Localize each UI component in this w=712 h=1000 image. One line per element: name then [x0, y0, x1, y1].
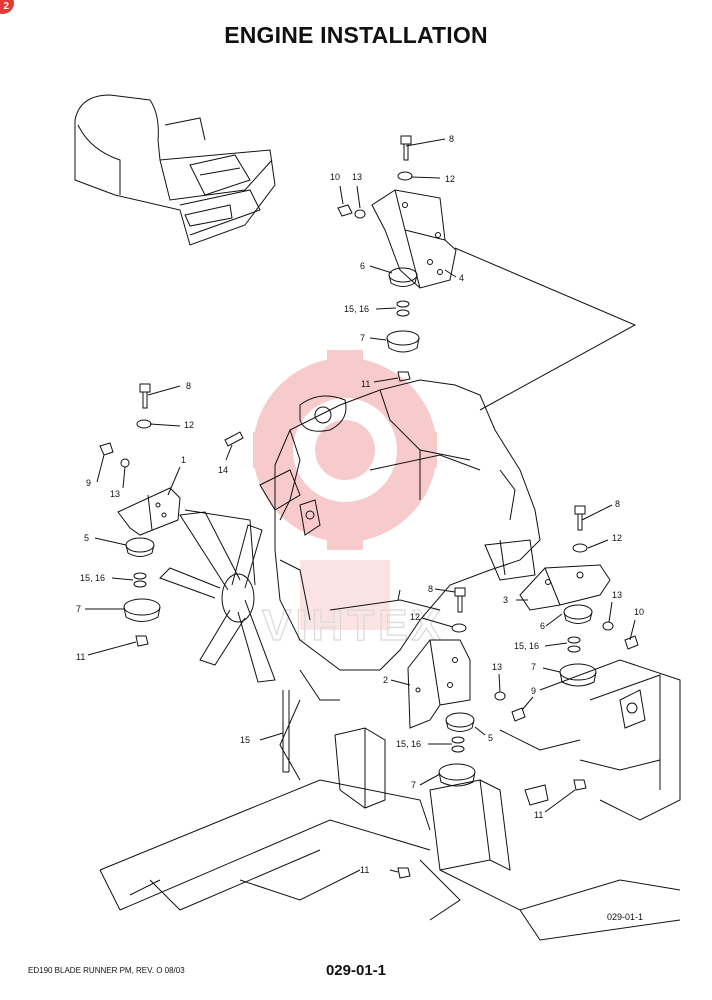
front-right-bracket [337, 135, 457, 382]
callout-label: 11 [534, 810, 543, 820]
callout-label: 12 [612, 533, 622, 543]
callout-label: 12 [410, 612, 420, 622]
figure-reference: 029-01-1 [607, 912, 644, 922]
callout-label: 15, 16 [344, 304, 369, 314]
callout-label: 6 [360, 261, 365, 271]
callout-label: 15, 16 [80, 573, 105, 583]
callout-label: 8 [428, 584, 433, 594]
callout-label: 5 [488, 733, 493, 743]
callout-labels: 8 10 13 12 6 4 15, 16 7 11 8 12 14 9 13 … [76, 134, 644, 875]
callout-label: 13 [492, 662, 502, 672]
callout-label: 13 [352, 172, 362, 182]
callout-label: 15 [240, 735, 250, 745]
callout-label: 1 [181, 455, 186, 465]
engine-block [259, 379, 541, 671]
chassis-frame [99, 659, 681, 941]
callout-label: 13 [612, 590, 622, 600]
engine-rod [282, 690, 290, 773]
callout-label: 11 [76, 652, 85, 662]
left-front-bracket [99, 383, 244, 647]
callout-label: 8 [615, 499, 620, 509]
callout-leaders [85, 138, 636, 873]
watermark-logo [253, 350, 437, 630]
callout-label: 11 [360, 865, 369, 875]
callout-label: 10 [330, 172, 340, 182]
callout-label: 7 [76, 604, 81, 614]
inset-machine-view [74, 94, 276, 246]
footer-manual-revision: ED190 BLADE RUNNER PM, REV. O 08/03 [28, 966, 185, 975]
callout-label: 15, 16 [514, 641, 539, 651]
callout-label: 7 [411, 780, 416, 790]
cooling-fan [159, 509, 276, 683]
footer-page-number: 029-01-1 [325, 962, 387, 979]
callout-label: 5 [84, 533, 89, 543]
leader-line [454, 247, 637, 411]
callout-label: 8 [186, 381, 191, 391]
callout-label: 7 [531, 662, 536, 672]
callout-label: 6 [540, 621, 545, 631]
page-title: ENGINE INSTALLATION [224, 22, 488, 48]
watermark-text: VIHTEX [262, 601, 445, 650]
callout-label: 8 [449, 134, 454, 144]
callout-label: 7 [360, 333, 365, 343]
callout-label: 4 [459, 273, 464, 283]
callout-label: 3 [503, 595, 508, 605]
callout-label: 14 [218, 465, 228, 475]
callout-label: 12 [445, 174, 455, 184]
callout-label: 13 [110, 489, 120, 499]
callout-label: 9 [531, 686, 536, 696]
callout-label: 11 [361, 379, 370, 389]
line-art [74, 94, 681, 941]
callout-label: 10 [634, 607, 644, 617]
callout-label: 15, 16 [396, 739, 421, 749]
rear-left-bracket [397, 587, 526, 879]
page-badge: 2 [0, 0, 14, 14]
callout-label: 9 [86, 478, 91, 488]
callout-label: 12 [184, 420, 194, 430]
callout-label: 2 [383, 675, 388, 685]
